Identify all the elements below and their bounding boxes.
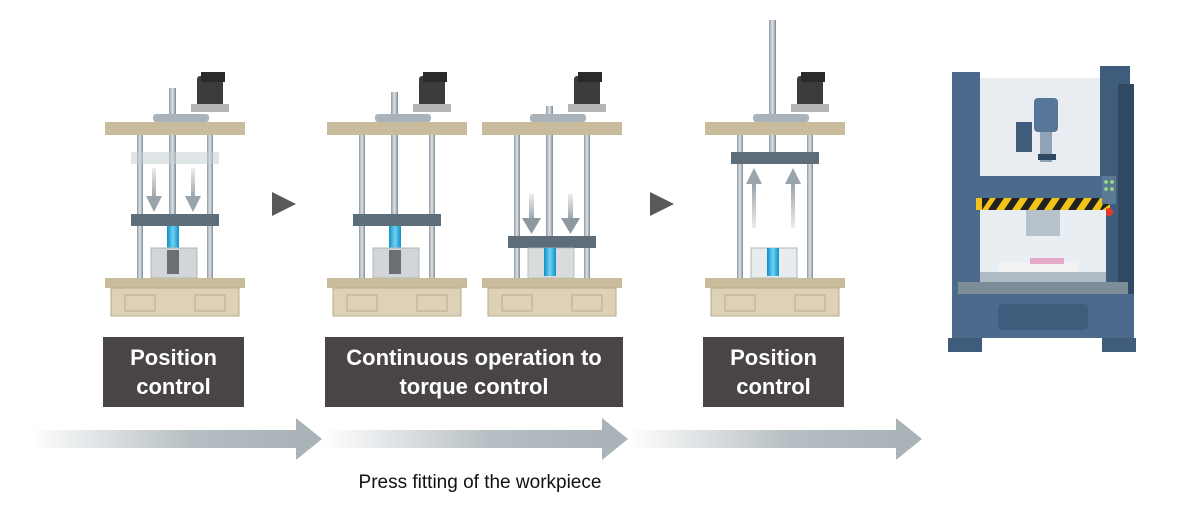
step-label-position-control-2: Position control <box>703 337 844 407</box>
press-illustration-1 <box>105 72 245 317</box>
press-illustration-4 <box>705 20 845 317</box>
down-arrow-icon <box>146 168 201 212</box>
servo-motor-icon <box>568 72 606 112</box>
step-label-line: torque control <box>399 374 549 399</box>
servo-motor-icon <box>413 72 451 112</box>
step-label-line: Continuous operation to <box>346 345 602 370</box>
flow-arrow-3 <box>628 418 922 460</box>
press-machine-illustration <box>948 66 1136 352</box>
press-illustration-3 <box>482 72 622 317</box>
play-arrow-icon <box>272 192 296 216</box>
step-label-torque-control: Continuous operation to torque control <box>325 337 623 407</box>
press-illustration-2 <box>327 72 467 317</box>
step-label-position-control-1: Position control <box>103 337 244 407</box>
servo-motor-icon <box>791 72 829 112</box>
step-label-line: control <box>736 374 811 399</box>
flow-arrow-1 <box>30 418 322 460</box>
step-label-line: Position <box>130 345 217 370</box>
step-label-line: control <box>136 374 211 399</box>
step-label-line: Position <box>730 345 817 370</box>
servo-motor-icon <box>191 72 229 112</box>
flow-arrow-2 <box>322 418 628 460</box>
diagram-caption: Press fitting of the workpiece <box>358 472 602 493</box>
play-arrow-icon <box>650 192 674 216</box>
down-arrow-icon <box>522 194 580 234</box>
up-arrow-icon <box>746 168 801 228</box>
